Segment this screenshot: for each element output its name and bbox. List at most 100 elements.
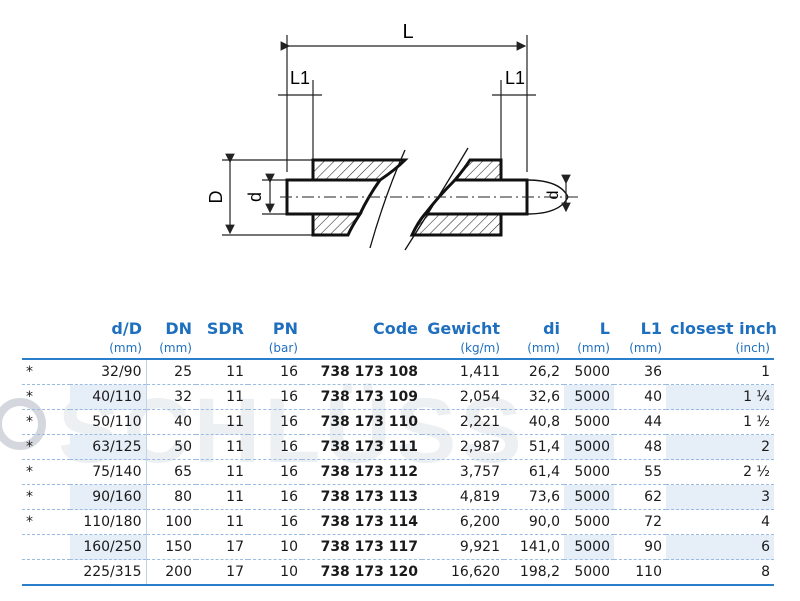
dim-d-label: d	[245, 192, 265, 202]
cell-d-D: 90/160	[70, 484, 147, 510]
cell-SDR: 11	[196, 359, 248, 385]
cell-d-D: 160/250	[70, 534, 147, 560]
cell-PN: 16	[248, 459, 302, 485]
cell-PN: 10	[248, 559, 302, 586]
cell-L: 5000	[564, 509, 614, 535]
cell-code: 738 173 111	[302, 434, 422, 460]
row-marker	[22, 559, 70, 586]
cell-L1: 40	[614, 384, 666, 410]
cell-closest-inch: 4	[666, 509, 774, 535]
carrier-pipe-right	[421, 178, 529, 216]
insulation-bottom-left	[311, 212, 363, 237]
cell-di: 90,0	[504, 509, 564, 535]
pipe-spec-table: d/D DN SDR PN Code Gewicht di L L1 close…	[22, 312, 777, 586]
unit-L1: (mm)	[629, 341, 662, 355]
cell-closest-inch: 6	[666, 534, 774, 560]
cell-code: 738 173 113	[302, 484, 422, 510]
cell-closest-inch: 1 ¼	[666, 384, 774, 410]
cell-L: 5000	[564, 384, 614, 410]
cell-SDR: 11	[196, 484, 248, 510]
cell-DN: 150	[146, 534, 196, 560]
header-PN: PN	[272, 319, 298, 338]
cell-di: 26,2	[504, 359, 564, 385]
header-L: L	[599, 319, 610, 338]
cell-SDR: 11	[196, 384, 248, 410]
unit-marker	[22, 338, 70, 359]
row-marker: *	[22, 434, 70, 460]
table-units-row: (mm) (mm) (bar) (kg/m) (mm) (mm) (mm) (i…	[22, 338, 774, 359]
unit-closest-inch: (inch)	[735, 341, 770, 355]
cell-closest-inch: 1 ½	[666, 409, 774, 435]
cell-L1: 62	[614, 484, 666, 510]
cell-SDR: 11	[196, 434, 248, 460]
cell-gewicht: 2,221	[422, 409, 504, 435]
dim-L1-right-label: L1	[505, 68, 525, 88]
row-marker: *	[22, 359, 70, 385]
cell-DN: 40	[146, 409, 196, 435]
cell-closest-inch: 3	[666, 484, 774, 510]
cell-di: 32,6	[504, 384, 564, 410]
cell-L1: 90	[614, 534, 666, 560]
cell-SDR: 11	[196, 509, 248, 535]
cell-code: 738 173 117	[302, 534, 422, 560]
cell-PN: 16	[248, 434, 302, 460]
pipe-dimension-drawing: L L1 L1 D d d	[206, 21, 580, 251]
cell-gewicht: 4,819	[422, 484, 504, 510]
unit-L: (mm)	[577, 341, 610, 355]
row-marker: *	[22, 409, 70, 435]
cell-L: 5000	[564, 409, 614, 435]
cell-d-D: 110/180	[70, 509, 147, 535]
row-marker	[22, 534, 70, 560]
cell-code: 738 173 109	[302, 384, 422, 410]
cell-d-D: 63/125	[70, 434, 147, 460]
break-curve-left	[369, 149, 406, 249]
cell-DN: 32	[146, 384, 196, 410]
cell-PN: 16	[248, 509, 302, 535]
header-marker	[22, 312, 70, 338]
header-code: Code	[372, 319, 418, 338]
cell-L: 5000	[564, 559, 614, 586]
header-DN: DN	[165, 319, 192, 338]
unit-d-D: (mm)	[109, 341, 142, 355]
row-marker: *	[22, 509, 70, 535]
unit-SDR	[196, 338, 248, 359]
cell-DN: 25	[146, 359, 196, 385]
cell-DN: 65	[146, 459, 196, 485]
cell-L1: 48	[614, 434, 666, 460]
cell-PN: 16	[248, 384, 302, 410]
unit-code	[302, 338, 422, 359]
header-SDR: SDR	[206, 319, 244, 338]
header-gewicht: Gewicht	[427, 319, 500, 338]
cell-L1: 110	[614, 559, 666, 586]
cell-di: 141,0	[504, 534, 564, 560]
cell-PN: 16	[248, 484, 302, 510]
cell-L: 5000	[564, 359, 614, 385]
header-closest-inch: closest inch	[670, 319, 777, 338]
cell-di: 61,4	[504, 459, 564, 485]
cell-DN: 50	[146, 434, 196, 460]
cell-gewicht: 6,200	[422, 509, 504, 535]
cell-d-D: 225/315	[70, 559, 147, 586]
cell-closest-inch: 8	[666, 559, 774, 586]
row-marker: *	[22, 459, 70, 485]
cell-d-D: 32/90	[70, 359, 147, 385]
cell-L1: 72	[614, 509, 666, 535]
cell-L: 5000	[564, 484, 614, 510]
cell-L: 5000	[564, 534, 614, 560]
cell-code: 738 173 112	[302, 459, 422, 485]
header-di: di	[543, 319, 560, 338]
row-marker: *	[22, 384, 70, 410]
cell-d-D: 75/140	[70, 459, 147, 485]
table-header-row: d/D DN SDR PN Code Gewicht di L L1 close…	[22, 312, 777, 338]
cell-gewicht: 16,620	[422, 559, 504, 586]
cell-gewicht: 1,411	[422, 359, 504, 385]
cell-DN: 80	[146, 484, 196, 510]
cell-closest-inch: 1	[666, 359, 774, 385]
cell-L1: 44	[614, 409, 666, 435]
header-L1: L1	[640, 319, 662, 338]
insulation-top-left	[311, 158, 409, 182]
